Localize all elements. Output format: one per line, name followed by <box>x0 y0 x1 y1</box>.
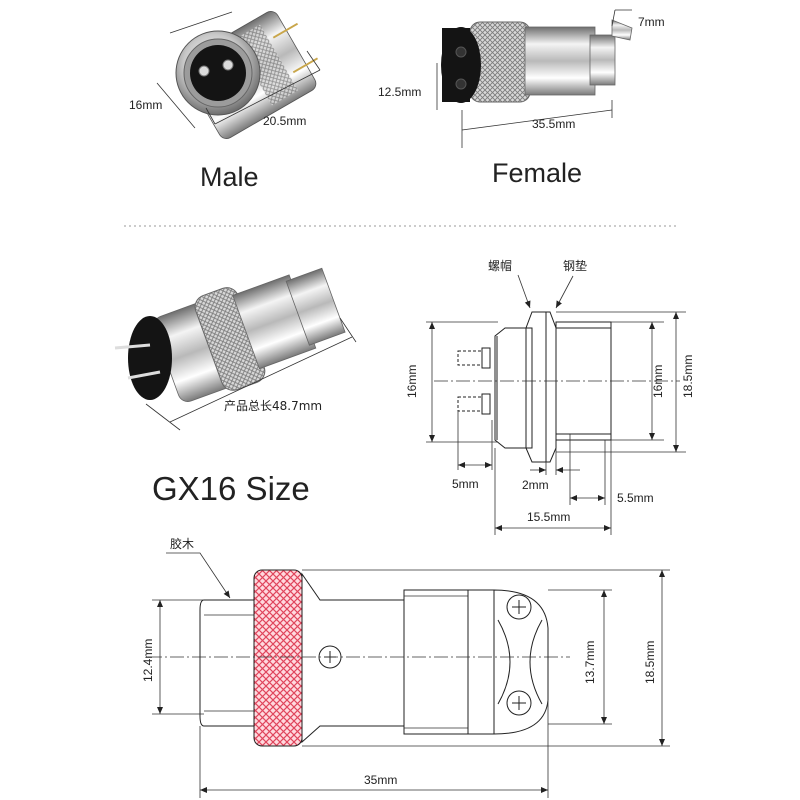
male-dim-length: 20.5mm <box>263 114 306 128</box>
plug-dim-front: 12.4mm <box>141 639 155 682</box>
callout-nut: 螺帽 <box>488 258 512 273</box>
assembled-dim-total: 产品总长48.7mm <box>224 399 322 413</box>
assembled-connector-photo <box>114 267 346 402</box>
callout-insulator: 胶木 <box>170 536 194 551</box>
male-connector-photo <box>175 11 319 139</box>
female-dim-length: 35.5mm <box>532 117 575 131</box>
screw-top-icon <box>506 594 532 620</box>
plug-drawing <box>148 552 670 798</box>
female-label: Female <box>492 158 582 188</box>
male-dim-diameter: 16mm <box>129 98 162 112</box>
side-dim-thread: 5.5mm <box>617 491 654 505</box>
panel-mount-drawing <box>426 274 686 535</box>
male-label: Male <box>200 162 259 192</box>
screw-bottom-icon <box>506 690 532 716</box>
plug-dim-mid: 13.7mm <box>583 641 597 684</box>
female-dimensions: 12.5mm 35.5mm 7mm <box>378 9 665 148</box>
side-dim-right-outer: 18.5mm <box>681 355 695 398</box>
plug-dim-length: 35mm <box>364 773 397 787</box>
male-dimensions: 16mm 20.5mm <box>129 11 321 129</box>
side-dim-body: 15.5mm <box>527 510 570 524</box>
female-connector-photo <box>441 19 633 103</box>
assembled-dimensions: 产品总长48.7mm <box>145 317 357 431</box>
plug-dim-outer: 18.5mm <box>643 641 657 684</box>
female-dim-tail: 7mm <box>638 15 665 29</box>
side-dim-gap: 2mm <box>522 478 549 492</box>
side-dim-pin: 5mm <box>452 477 479 491</box>
side-dim-left-height: 16mm <box>405 365 419 398</box>
female-dim-height: 12.5mm <box>378 85 421 99</box>
callout-washer: 钢垫 <box>563 258 587 273</box>
side-dim-right-inner: 16mm <box>651 365 665 398</box>
page-title: GX16 Size <box>152 470 310 507</box>
